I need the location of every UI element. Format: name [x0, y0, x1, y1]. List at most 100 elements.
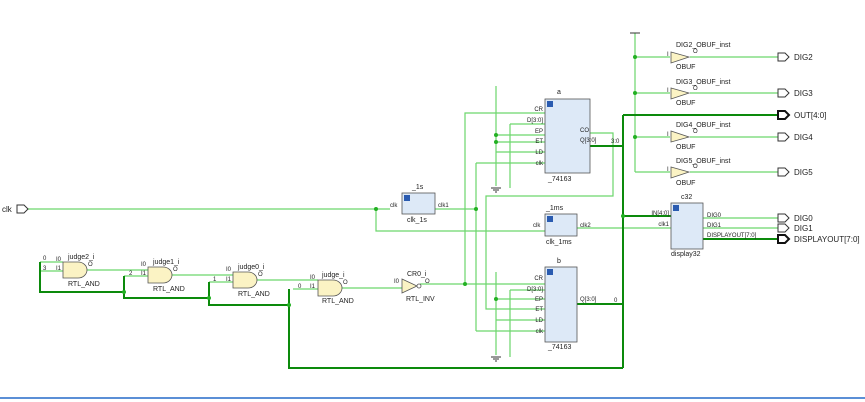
- port-displayout[interactable]: DISPLAYOUT[7:0]: [777, 234, 860, 244]
- net-label: 0: [614, 298, 618, 304]
- output-port-icon: [777, 88, 790, 98]
- counter-a[interactable]: a _74163 CR D[3:0] EP ET LD clk CO Q[3:0…: [527, 89, 620, 183]
- pin-label: I0: [141, 262, 147, 268]
- obuf-name: DIG5_OBUF_inst: [676, 158, 731, 165]
- obuf-name: DIG4_OBUF_inst: [676, 122, 731, 129]
- pin-label: LD: [535, 150, 543, 156]
- pin-label: ET: [535, 307, 543, 313]
- inverter-type: RTL_INV: [406, 296, 435, 303]
- obuf-dig5[interactable]: DIG5_OBUF_inst OBUF I O: [667, 158, 731, 187]
- port-dig2[interactable]: DIG2: [777, 52, 813, 62]
- block-type: clk_1ms: [546, 239, 572, 246]
- block-type: _74163: [547, 344, 571, 351]
- pin-label: clk: [536, 161, 544, 167]
- port-label: DIG3: [794, 89, 813, 98]
- output-port-icon: [777, 167, 790, 177]
- block-1s[interactable]: _1s clk_1s clk clk1: [390, 184, 449, 224]
- ground-symbols: [491, 32, 640, 362]
- pin-label: O: [693, 49, 698, 55]
- expand-icon[interactable]: [547, 269, 553, 275]
- const-label: 0: [43, 256, 47, 262]
- pin-label: O: [693, 164, 698, 170]
- pin-label: O: [258, 272, 263, 278]
- port-dig4[interactable]: DIG4: [777, 132, 813, 142]
- pin-label: IN[4:0]: [651, 211, 669, 217]
- block-type: clk_1s: [407, 217, 427, 224]
- port-dig0[interactable]: DIG0: [777, 213, 813, 223]
- const-label: 0: [298, 284, 302, 290]
- pin-label: O: [693, 86, 698, 92]
- output-bus-port-icon: [777, 110, 791, 120]
- block-name: c32: [681, 194, 692, 201]
- pin-label: EP: [535, 297, 543, 303]
- output-port-icon: [777, 223, 790, 233]
- expand-icon[interactable]: [547, 216, 553, 222]
- pin-label: D[3:0]: [527, 287, 543, 293]
- block-name: a: [557, 89, 561, 96]
- pin-label: I1: [226, 277, 232, 283]
- pin-label: I0: [56, 257, 62, 263]
- pin-label: CR: [534, 276, 543, 282]
- junctions: [122, 55, 637, 307]
- port-dig5[interactable]: DIG5: [777, 167, 813, 177]
- const-label: 2: [129, 271, 133, 277]
- obuf-type: OBUF: [676, 180, 695, 187]
- gate-judge[interactable]: judge_i RTL_AND I0 I1 O 0: [298, 272, 354, 305]
- gate-name: judge1_i: [152, 259, 180, 266]
- status-bar-divider: [0, 397, 865, 399]
- obuf-dig4[interactable]: DIG4_OBUF_inst OBUF I O: [667, 122, 731, 151]
- pin-label: O: [425, 279, 430, 285]
- output-port-icon: [777, 52, 790, 62]
- input-port-icon: [16, 204, 29, 214]
- pin-label: clk: [390, 203, 398, 209]
- gate-type: RTL_AND: [153, 286, 185, 293]
- const-label: 3: [43, 266, 47, 272]
- gate-judge0[interactable]: judge0_i RTL_AND I0 I1 O 1: [213, 264, 270, 298]
- port-out[interactable]: OUT[4:0]: [777, 110, 826, 120]
- pin-label: CR: [534, 107, 543, 113]
- port-label: DIG4: [794, 133, 813, 142]
- pin-label: I: [667, 132, 669, 138]
- gate-type: RTL_AND: [238, 291, 270, 298]
- gate-judge1[interactable]: judge1_i RTL_AND I0 I1 O 2: [129, 259, 185, 293]
- pin-label: LD: [535, 318, 543, 324]
- expand-icon[interactable]: [404, 195, 410, 201]
- pin-label: I: [667, 52, 669, 58]
- pin-label: I0: [226, 267, 232, 273]
- port-label: DIG1: [794, 224, 813, 233]
- pin-label: O: [88, 262, 93, 268]
- pin-label: I0: [310, 275, 316, 281]
- obuf-type: OBUF: [676, 64, 695, 71]
- counter-b[interactable]: b _74163 CR D[3:0] EP ET LD clk Q[3:0] 0: [527, 258, 618, 351]
- port-clk-label: clk: [2, 205, 13, 214]
- obuf-dig3[interactable]: DIG3_OBUF_inst OBUF I O: [667, 79, 731, 107]
- block-type: display32: [671, 251, 701, 258]
- obuf-dig2[interactable]: DIG2_OBUF_inst OBUF I O: [667, 42, 731, 71]
- pin-label: I1: [141, 271, 147, 277]
- gate-judge2[interactable]: judge2_i RTL_AND I0 I1 O 0 3: [43, 254, 100, 288]
- pin-label: clk: [536, 329, 544, 335]
- port-clk[interactable]: clk: [2, 204, 29, 214]
- pin-label: CO: [580, 128, 589, 134]
- pin-label: O: [693, 129, 698, 135]
- output-port-icon: [777, 132, 790, 142]
- inverter-cr0[interactable]: CR0_i RTL_INV I0 O: [394, 271, 435, 303]
- block-c32[interactable]: c32 display32 IN[4:0] clk1 DIG0 DIG1 DIS…: [651, 194, 756, 258]
- port-label: DIG2: [794, 53, 813, 62]
- obuf-type: OBUF: [676, 144, 695, 151]
- const-label: 1: [213, 277, 217, 283]
- port-dig1[interactable]: DIG1: [777, 223, 813, 233]
- expand-icon[interactable]: [673, 205, 679, 211]
- pin-label: I: [667, 167, 669, 173]
- block-1ms[interactable]: _1ms clk_1ms clk clk2: [533, 205, 591, 246]
- pin-label: EP: [535, 129, 543, 135]
- pin-label: clk2: [580, 223, 591, 229]
- pin-label: clk: [533, 223, 541, 229]
- pin-label: D[3:0]: [527, 118, 543, 124]
- wires: [28, 33, 778, 369]
- port-dig3[interactable]: DIG3: [777, 88, 813, 98]
- pin-label: O: [343, 280, 348, 286]
- pin-label: DIG1: [707, 223, 722, 229]
- expand-icon[interactable]: [547, 101, 553, 107]
